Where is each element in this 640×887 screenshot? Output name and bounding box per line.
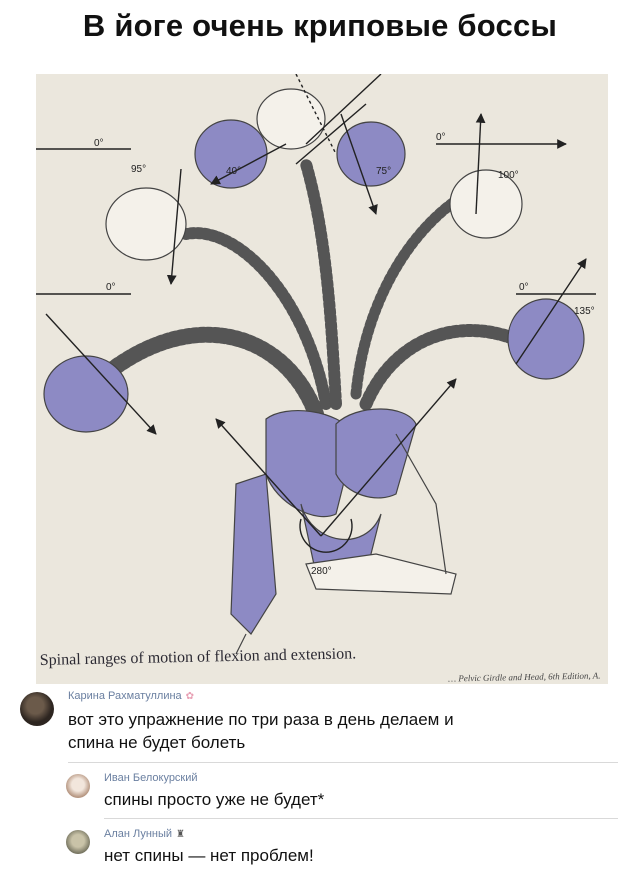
spine-neutral	[300, 158, 342, 410]
skulls	[43, 88, 585, 433]
arc-280	[299, 518, 353, 553]
label-95: 95°	[131, 164, 146, 175]
skull-shaded-right	[507, 298, 585, 380]
badge-icon: ♜	[176, 829, 186, 840]
arrow-40	[210, 143, 287, 185]
leg-left	[230, 473, 277, 635]
label-40: 40°	[226, 166, 241, 177]
arrow-left-down	[45, 313, 157, 435]
torso-front	[335, 408, 417, 499]
skull-outline-left	[105, 187, 187, 261]
comment-2: Иван Белокурский спины просто уже не буд…	[0, 770, 640, 830]
anatomy-illustration: 95° 40° 75° 100° 135° 280° 0° 0° 0° 0° S…	[36, 74, 608, 684]
label-280: 280°	[311, 566, 332, 577]
label-zero-top-right: 0°	[436, 132, 446, 143]
flower-icon: ✿	[185, 691, 195, 702]
spine-flexion-right	[350, 188, 472, 400]
comment-author[interactable]: Алан Лунный♜	[104, 828, 186, 840]
spine-range-diagram: 95° 40° 75° 100° 135° 280° 0° 0° 0° 0°	[36, 74, 596, 655]
avatar[interactable]	[66, 774, 90, 798]
skull-outline-right	[449, 169, 523, 239]
spine-extension-left	[98, 326, 324, 422]
spine-extension-right	[359, 324, 533, 411]
foot-left	[235, 633, 247, 655]
comment-author[interactable]: Иван Белокурский	[104, 772, 198, 784]
yoga-figure	[230, 408, 457, 655]
comment-text: спины просто уже не будет*	[104, 790, 325, 809]
avatar[interactable]	[20, 692, 54, 726]
avatar[interactable]	[66, 830, 90, 854]
arrow-75	[340, 113, 378, 215]
spine-flexion-left	[180, 227, 332, 410]
arrow-v-left	[215, 418, 322, 537]
divider	[104, 818, 618, 819]
skull-shaded-left	[43, 355, 129, 433]
comment-author[interactable]: Карина Рахматуллина✿	[68, 690, 195, 702]
skull-shaded-top	[194, 119, 268, 189]
skull-shaded-top-right	[336, 121, 406, 187]
post-title: В йоге очень криповые боссы	[82, 8, 558, 43]
arrow-100	[475, 113, 486, 215]
label-135: 135°	[574, 306, 595, 317]
arrow-135	[515, 258, 587, 365]
arm	[395, 433, 447, 575]
comment-3: Алан Лунный♜ нет спины — нет проблем!	[0, 826, 640, 886]
skull-outline-top	[256, 88, 326, 150]
label-100: 100°	[498, 170, 519, 181]
label-zero-mid-right: 0°	[519, 282, 529, 293]
arrow-75-b	[295, 103, 367, 165]
leg-right	[305, 553, 457, 595]
angle-lines	[36, 74, 596, 553]
divider	[68, 762, 618, 763]
comment-1: Карина Рахматуллина✿ вот это упражнение …	[0, 686, 640, 764]
label-75: 75°	[376, 166, 391, 177]
label-zero-top-left: 0°	[94, 138, 104, 149]
label-zero-mid-left: 0°	[106, 282, 116, 293]
spines	[98, 158, 533, 422]
comment-text: нет спины — нет проблем!	[104, 846, 314, 865]
arrow-95	[166, 168, 182, 285]
arrow-v-right	[320, 378, 457, 537]
comment-text: вот это упражнение по три раза в день де…	[68, 710, 454, 752]
